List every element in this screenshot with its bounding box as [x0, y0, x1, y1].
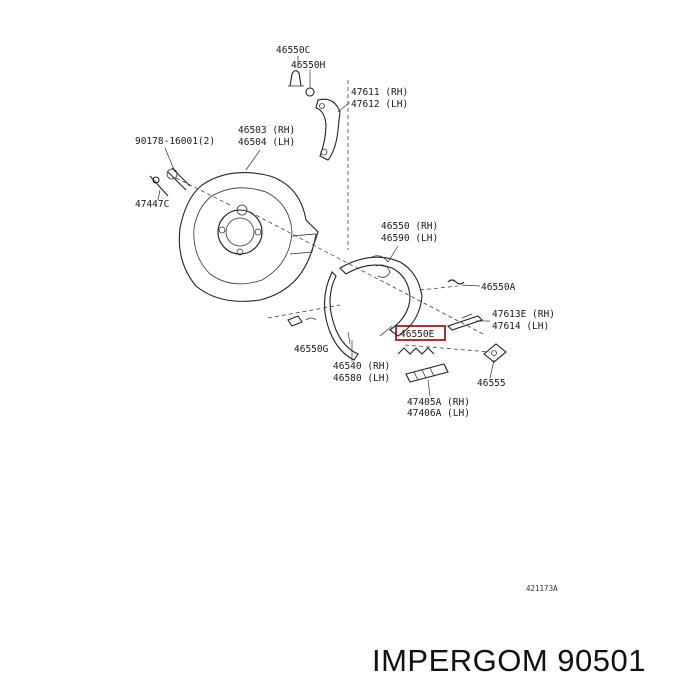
figure-code: 421173A	[526, 584, 558, 593]
assembly-axis-lines	[175, 80, 491, 353]
parking-brake-lever	[315, 98, 341, 161]
label-46540: 46540 (RH)	[333, 361, 390, 372]
label-46550c: 46550C	[276, 45, 310, 56]
leader-lines	[157, 56, 495, 397]
label-47613e: 47613E (RH)	[492, 309, 555, 320]
backing-plate	[178, 172, 319, 302]
label-47614: 47614 (LH)	[492, 321, 549, 332]
label-46504: 46504 (LH)	[238, 137, 295, 148]
brand-watermark: IMPERGOM 90501	[372, 643, 646, 678]
part-number: 90501	[557, 643, 646, 678]
spring-46550h	[305, 87, 315, 97]
strut-47613e	[446, 313, 484, 331]
part-highlight-box	[395, 325, 446, 341]
label-46503: 46503 (RH)	[238, 125, 295, 136]
clip-46550c	[288, 70, 304, 87]
label-46550: 46550 (RH)	[381, 221, 438, 232]
label-46555: 46555	[477, 378, 506, 389]
brake-shoe-set	[323, 255, 423, 361]
spring-46550a	[447, 279, 465, 285]
label-46550a: 46550A	[481, 282, 516, 293]
label-47611: 47611 (RH)	[351, 87, 408, 98]
label-46590: 46590 (LH)	[381, 233, 438, 244]
label-90178: 90178-16001(2)	[135, 136, 215, 147]
block-46555	[483, 343, 507, 363]
label-47405a: 47405A (RH)	[407, 397, 470, 408]
label-46580: 46580 (LH)	[333, 373, 390, 384]
adjuster-47405a	[405, 363, 449, 383]
label-47406a: 47406A (LH)	[407, 408, 470, 419]
brand-name: IMPERGOM	[372, 643, 548, 678]
label-46550g: 46550G	[294, 344, 329, 355]
label-46550e: 46550E	[400, 329, 435, 340]
label-47447c: 47447C	[135, 199, 169, 210]
pin-46550g	[287, 315, 317, 327]
bolt-90178	[166, 167, 191, 191]
label-46550h: 46550H	[291, 60, 326, 71]
spring-46550e	[397, 347, 435, 355]
bolt-47447c	[149, 175, 169, 197]
label-47612: 47612 (LH)	[351, 99, 408, 110]
